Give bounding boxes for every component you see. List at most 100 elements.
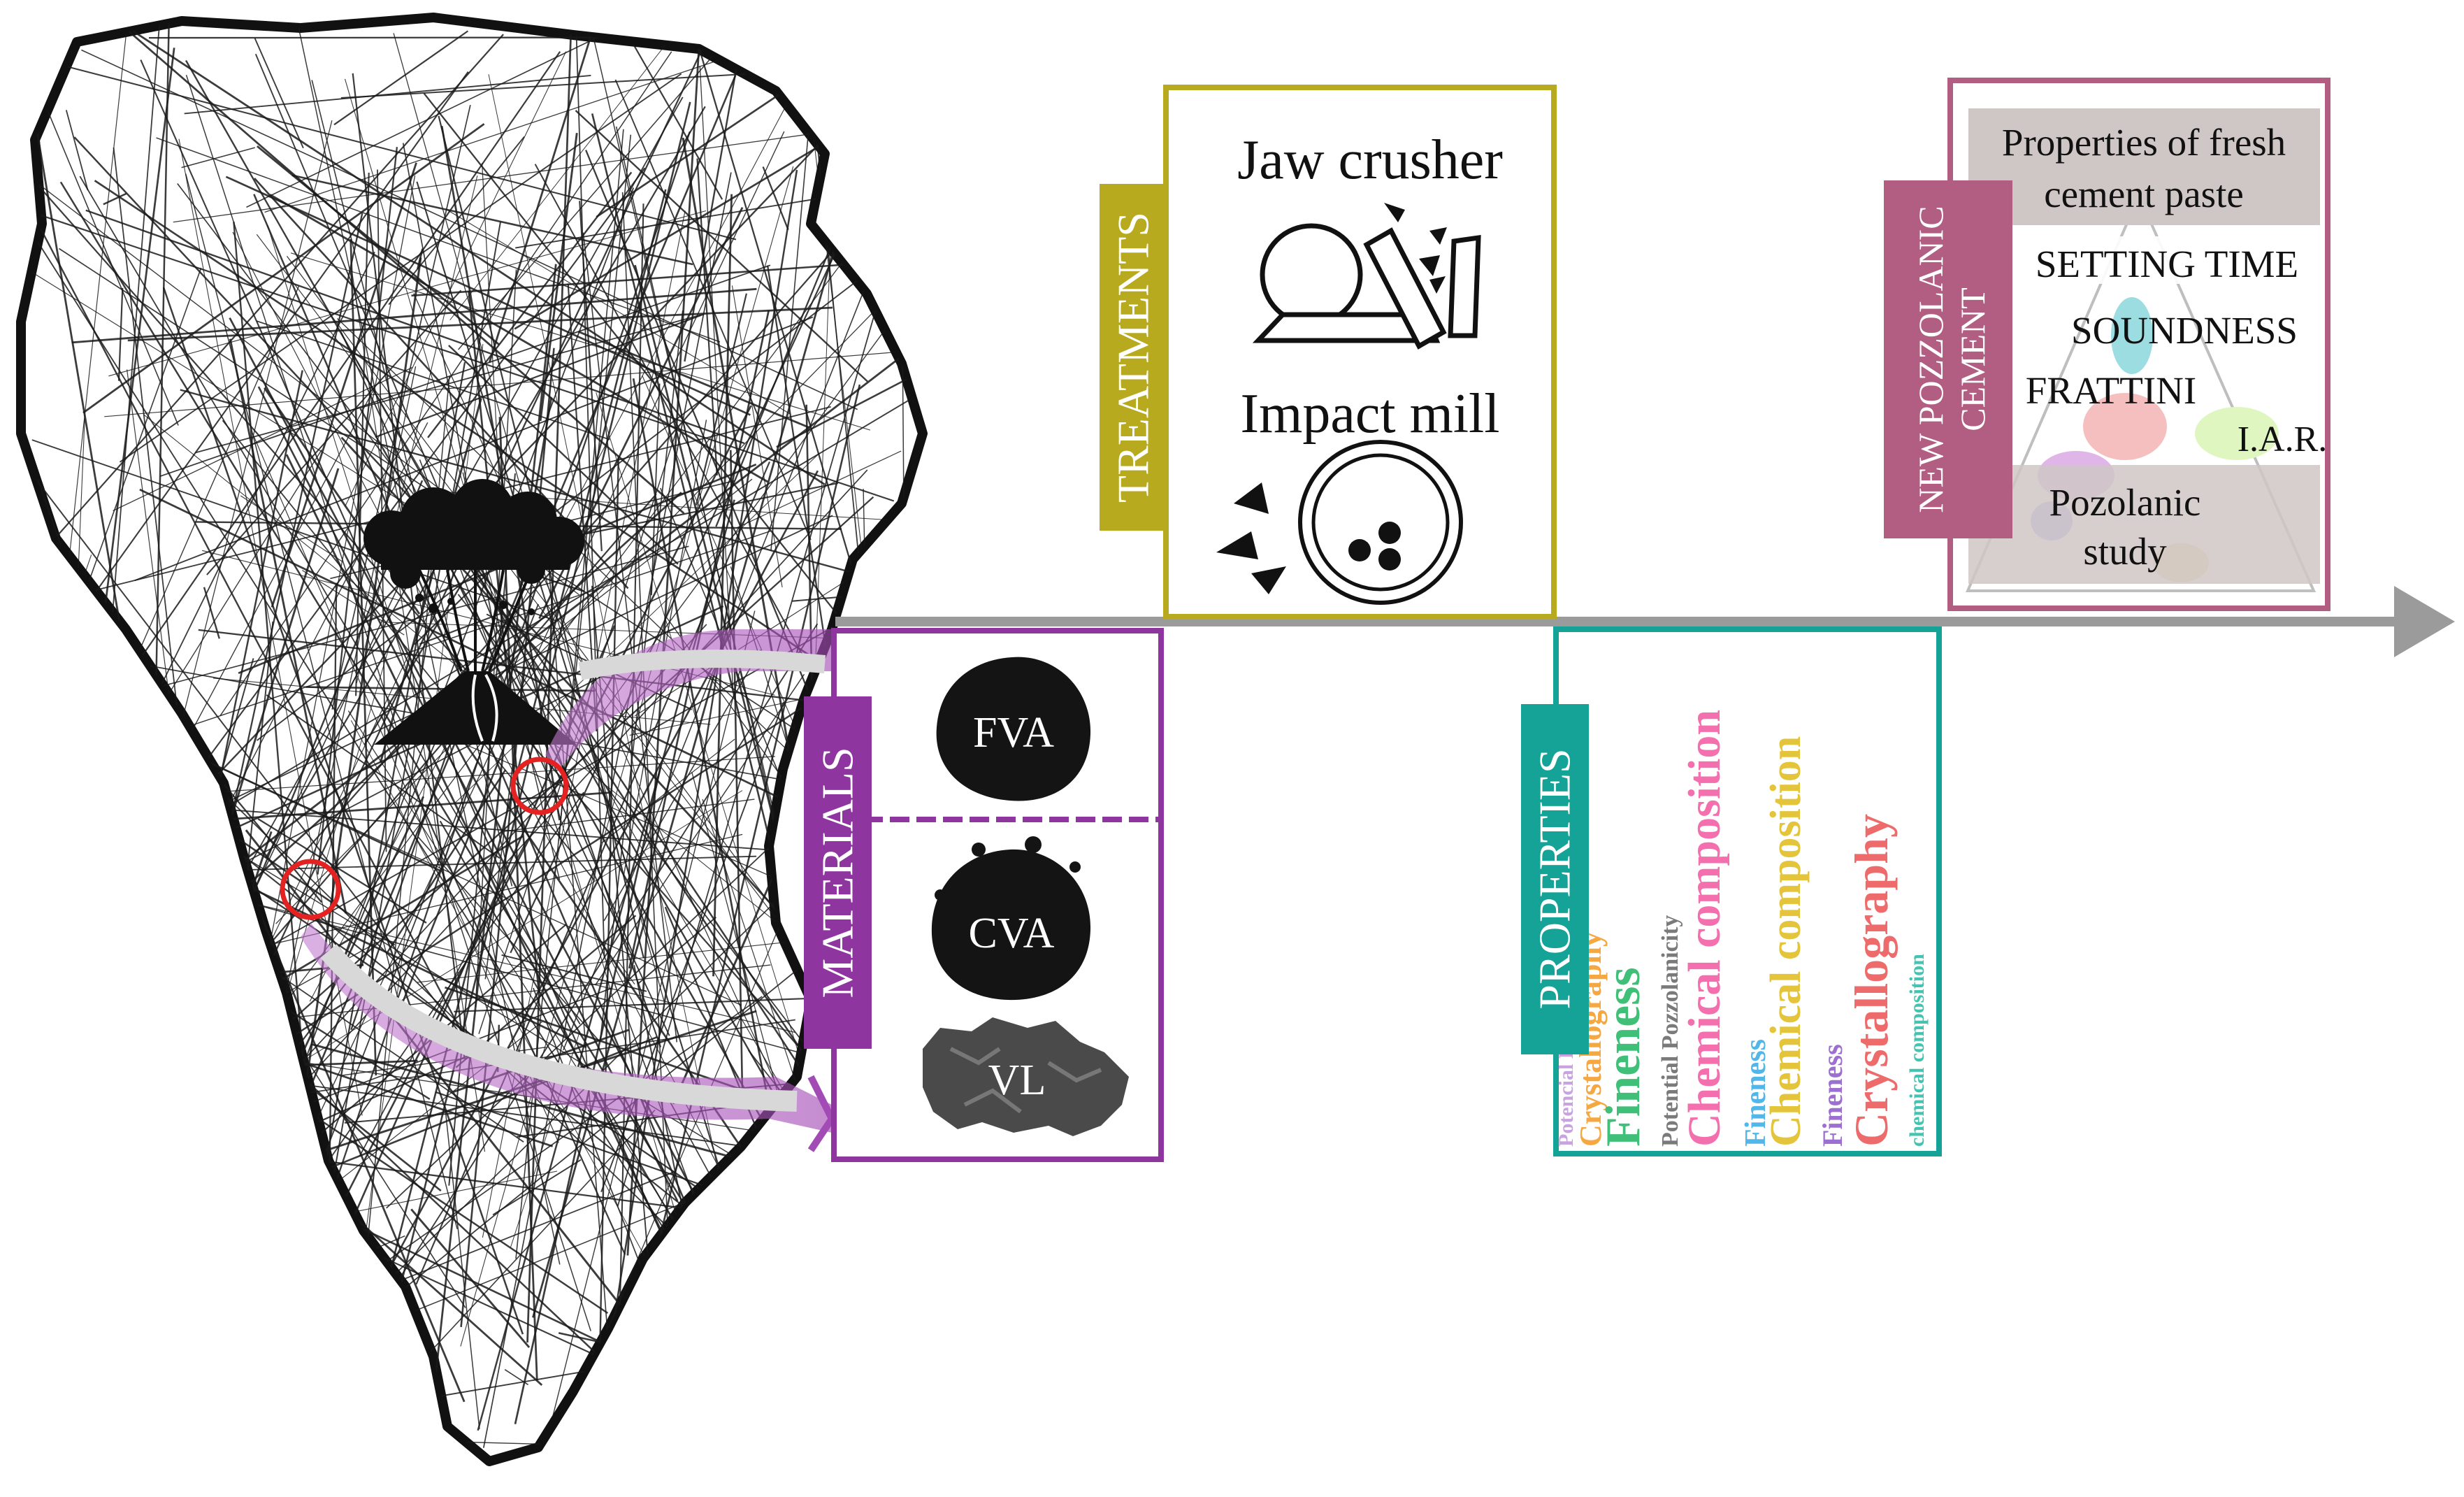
properties-panel: Potencial PozzolanicityCrystallographyFi…	[1521, 626, 1942, 1156]
network-line	[211, 1319, 290, 1410]
network-line	[252, 433, 559, 1143]
network-line	[427, 171, 633, 438]
network-line	[460, 166, 794, 1347]
network-line	[254, 38, 304, 149]
fresh-paste-title-line2: cement paste	[2044, 173, 2244, 215]
network-line	[345, 51, 567, 506]
network-line	[498, 417, 538, 1381]
network-line	[448, 345, 679, 565]
network-line	[699, 66, 734, 689]
network-line	[507, 610, 662, 1048]
frattini-label: FRATTINI	[2026, 369, 2196, 412]
network-line	[29, 207, 463, 1032]
new-cement-label-line2: CEMENT	[1953, 287, 1992, 431]
network-line	[185, 173, 458, 1229]
network-line	[453, 452, 820, 805]
word-cloud-term: Fineness	[1817, 1044, 1848, 1147]
word-cloud-term: chemical composition	[1905, 954, 1929, 1147]
network-line	[575, 110, 868, 382]
network-line	[195, 314, 701, 454]
network-line	[563, 194, 902, 1051]
network-line	[350, 238, 377, 1076]
network-line	[31, 439, 556, 622]
jaw-crusher-label: Jaw crusher	[1237, 129, 1503, 191]
network-line	[120, 1235, 405, 1358]
network-line	[189, 926, 208, 1429]
network-line	[203, 587, 220, 639]
network-line	[41, 741, 51, 1284]
treatments-tab	[1100, 184, 1167, 531]
network-line	[503, 798, 755, 832]
materials-tab	[804, 696, 872, 1049]
network-line	[145, 167, 646, 843]
pozolanic-study-line2: study	[2083, 530, 2167, 573]
network-line	[410, 1208, 531, 1349]
network-line	[333, 30, 469, 126]
network-line	[271, 162, 417, 608]
fresh-paste-box	[1968, 108, 2320, 225]
network-line	[776, 371, 921, 448]
network-line	[696, 158, 718, 475]
network-line	[166, 120, 333, 785]
network-line	[266, 224, 415, 697]
network-line	[684, 69, 737, 362]
network-line	[642, 375, 800, 738]
fresh-paste-title-line1: Properties of fresh	[2002, 121, 2286, 164]
word-cloud-term: Potential Pozzolanicity	[1657, 915, 1683, 1147]
fva-sample: FVA	[936, 657, 1091, 801]
jaw-crusher-icon	[1252, 203, 1481, 350]
location-marker-icon	[280, 859, 341, 920]
network-line	[27, 268, 447, 529]
network-line	[356, 175, 478, 684]
network-line	[475, 269, 517, 1007]
network-line	[488, 74, 727, 1210]
network-line	[695, 293, 747, 506]
network-line	[595, 673, 805, 986]
network-line	[67, 66, 737, 241]
network-line	[425, 264, 557, 1461]
network-line	[173, 123, 886, 223]
network-line	[375, 313, 705, 438]
network-line	[284, 1059, 418, 1067]
network-line	[731, 285, 783, 588]
network-line	[103, 192, 127, 206]
network-line	[57, 34, 504, 536]
network-line	[492, 1159, 582, 1216]
new-cement-tab	[1884, 180, 2012, 538]
network-line	[173, 831, 273, 1124]
network-line	[504, 1369, 529, 1386]
network-line	[380, 714, 626, 1255]
network-line	[317, 147, 398, 875]
new-cement-panel: Properties of fresh cement paste SETTING…	[1884, 78, 2330, 611]
network-line	[378, 189, 667, 1315]
network-line	[353, 623, 819, 1351]
network-line	[621, 192, 676, 1396]
network-line	[558, 1332, 910, 1411]
network-line	[552, 610, 756, 1417]
soundness-label: SOUNDNESS	[2071, 309, 2298, 352]
materials-panel: MATERIALS FVA CVA VL	[804, 628, 1164, 1162]
network-line	[458, 38, 729, 350]
volcano-icon	[363, 479, 584, 745]
network-line	[285, 454, 728, 1368]
network-line	[419, 612, 503, 645]
treatments-panel: TREATMENTS Jaw crusher Impact mill	[1100, 85, 1557, 619]
network-line	[331, 105, 471, 710]
word-cloud-term: Chemical composition	[1679, 710, 1730, 1147]
network-line	[440, 125, 561, 821]
treatments-label: TREATMENTS	[1109, 212, 1158, 503]
impact-mill-icon	[1216, 440, 1463, 605]
materials-label: MATERIALS	[813, 747, 863, 998]
network-line	[144, 873, 902, 1081]
network-line	[397, 723, 514, 1015]
network-line	[181, 147, 255, 169]
network-line	[379, 398, 482, 764]
network-line	[736, 450, 902, 529]
setting-time-label: SETTING TIME	[2036, 243, 2298, 285]
network-line	[94, 180, 819, 662]
network-line	[439, 820, 684, 1238]
network-line	[115, 51, 561, 694]
network-line	[808, 62, 869, 650]
cva-label: CVA	[969, 910, 1055, 957]
